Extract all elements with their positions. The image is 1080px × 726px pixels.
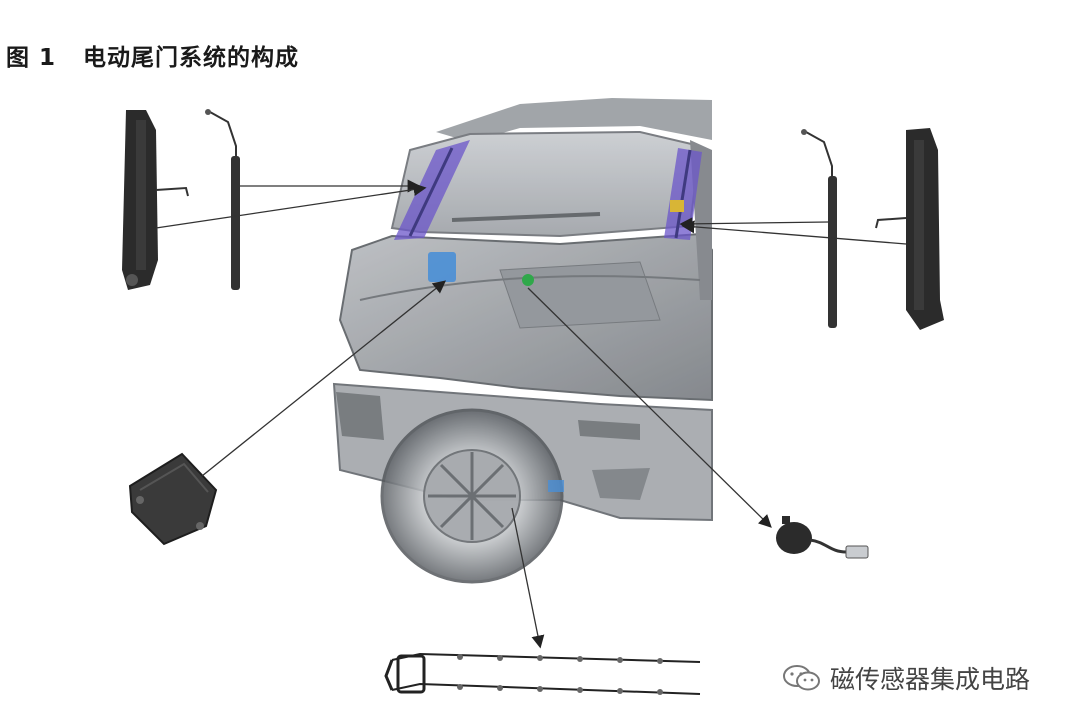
watermark-text: 磁传感器集成电路	[830, 665, 1031, 694]
leader-left-drive	[155, 183, 427, 229]
figure-title: 图 1 电动尾门系统的构成	[6, 45, 300, 71]
wechat-icon	[783, 665, 820, 691]
leader-right-drive	[681, 220, 907, 245]
leader-sensor	[527, 287, 772, 528]
anti-pinch-strip	[384, 652, 701, 695]
leader-anti-pinch	[511, 507, 545, 649]
left-drive-unit	[122, 110, 189, 290]
car-control-module-highlight	[428, 252, 456, 282]
car-sensor-highlight	[522, 274, 534, 286]
car-right-strut-highlight	[664, 148, 702, 240]
watermark: 磁传感器集成电路	[782, 662, 1030, 694]
left-gas-strut	[205, 109, 240, 290]
leader-lines	[155, 179, 907, 649]
tailgate-control-module	[128, 452, 218, 546]
car-left-strut-highlight	[394, 140, 470, 240]
rear-tire	[380, 408, 564, 584]
car-bumper-part	[548, 480, 564, 492]
leader-right-strut	[679, 217, 829, 231]
leader-control-module	[201, 280, 447, 477]
right-drive-unit	[875, 128, 944, 330]
right-gas-strut	[801, 129, 837, 328]
tailgate-sensor	[776, 516, 869, 559]
